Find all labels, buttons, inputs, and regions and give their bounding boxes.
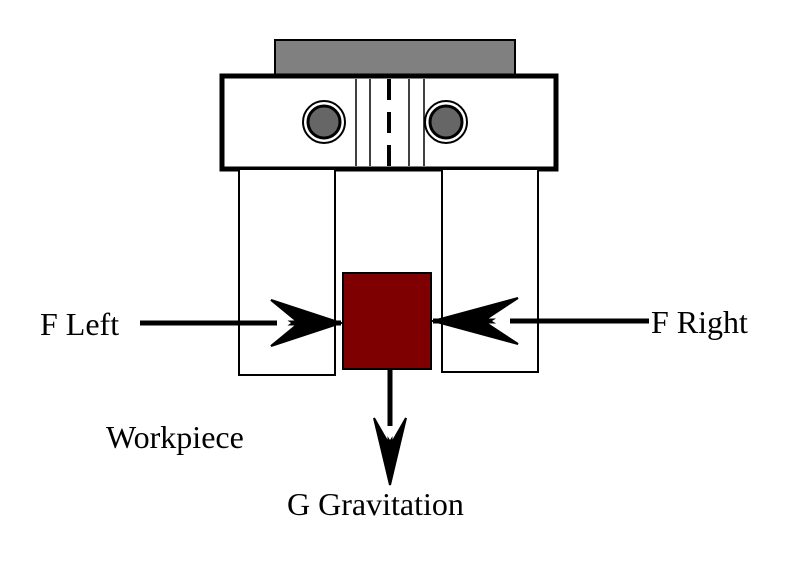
force-left-label: F Left bbox=[40, 306, 119, 342]
left-bolt-icon bbox=[302, 100, 346, 144]
force-right-arrow-icon bbox=[429, 297, 649, 345]
workpiece-block bbox=[342, 272, 432, 370]
right-bolt-icon bbox=[424, 100, 468, 144]
gravitation-arrow-icon bbox=[373, 370, 407, 486]
left-jaw bbox=[238, 168, 336, 376]
workpiece-label: Workpiece bbox=[106, 419, 244, 455]
center-slide-rail bbox=[355, 79, 425, 166]
right-jaw bbox=[441, 168, 539, 373]
top-mounting-plate bbox=[274, 39, 516, 77]
force-left-arrow-icon bbox=[140, 299, 345, 347]
force-right-label: F Right bbox=[651, 304, 748, 340]
gravitation-label: G Gravitation bbox=[287, 486, 464, 522]
